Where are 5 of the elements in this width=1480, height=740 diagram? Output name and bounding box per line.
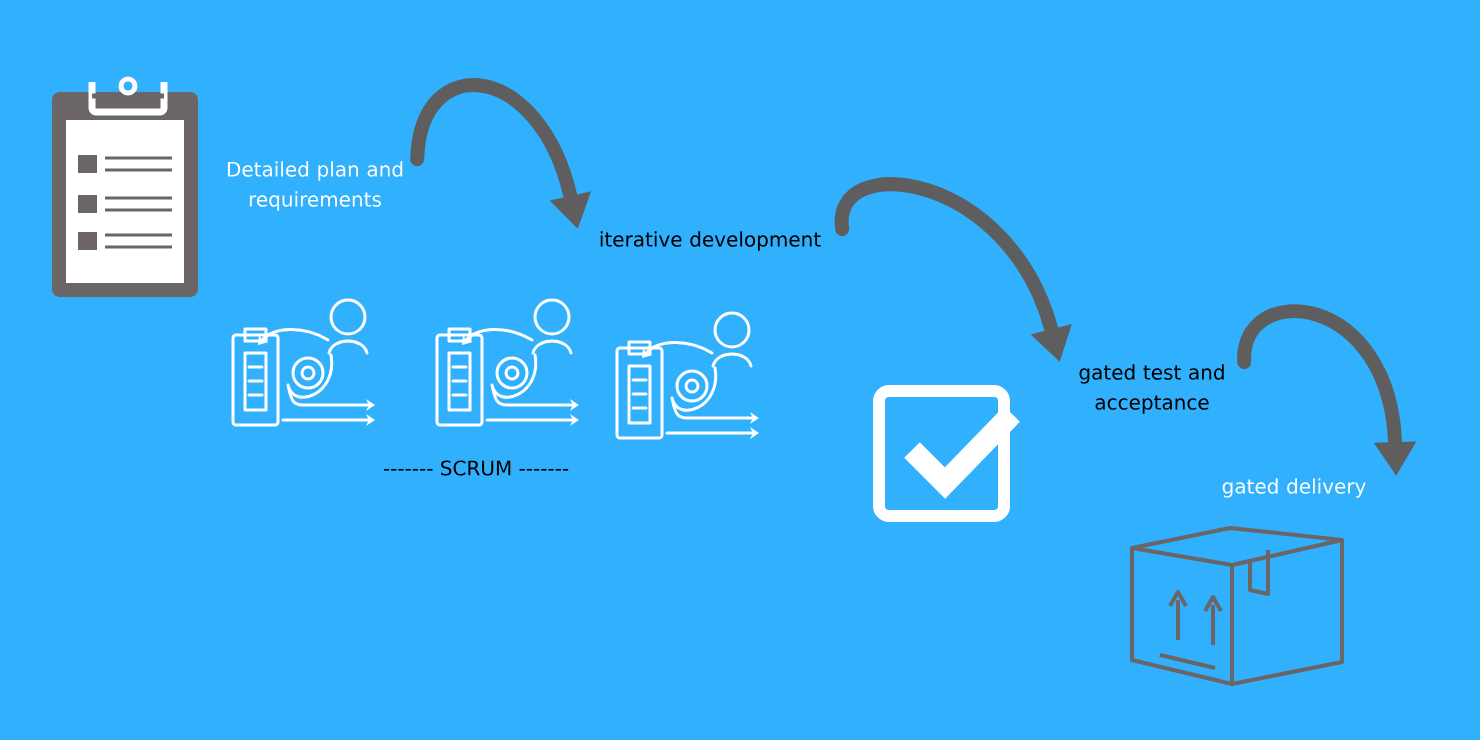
step-label: Detailed plan and requirements <box>227 161 403 211</box>
step-label: gated test and acceptance <box>1079 364 1224 414</box>
section-label: ------- SCRUM ------- <box>383 460 569 476</box>
step-label: iterative development <box>600 231 821 251</box>
step-label: gated delivery <box>1222 478 1366 498</box>
